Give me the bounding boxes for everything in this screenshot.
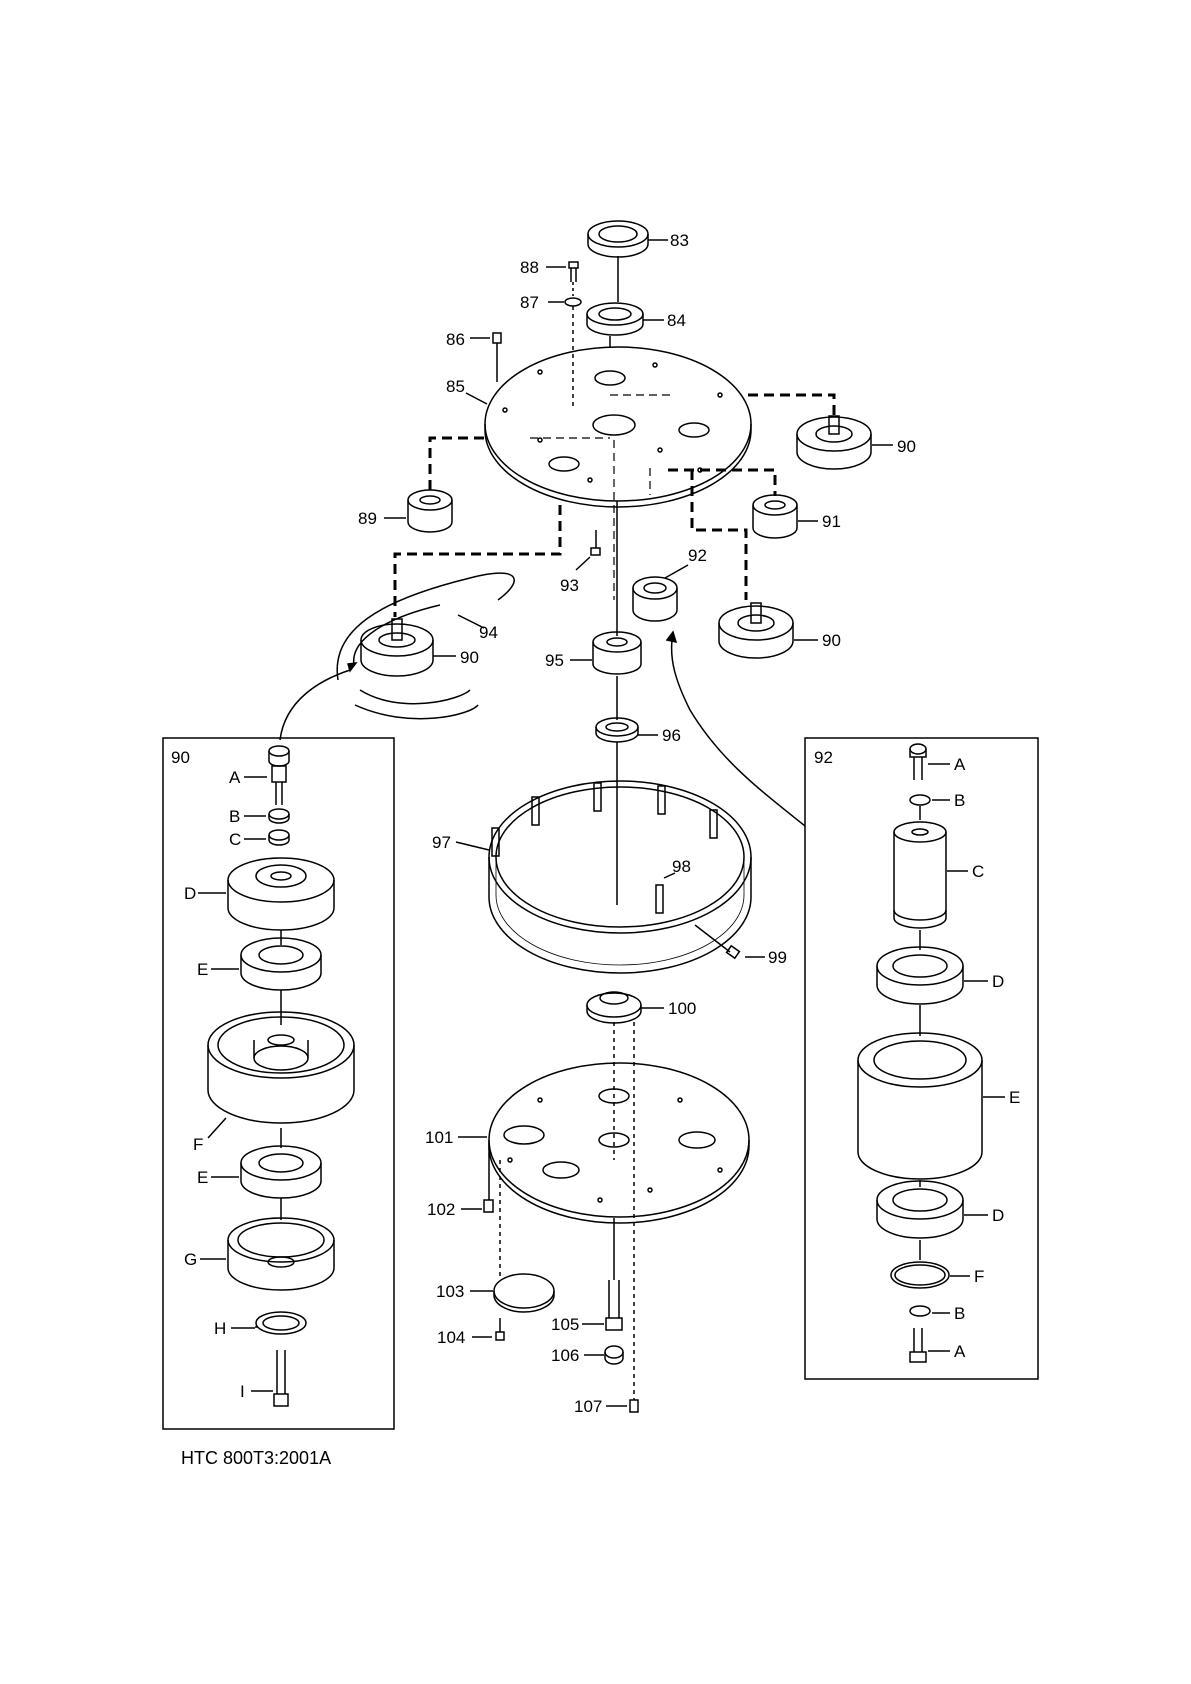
detail-92-title: 92 [814, 748, 833, 767]
detail-92-label-a: A [954, 755, 966, 774]
callout-106: 106 [551, 1346, 579, 1365]
callout-102: 102 [427, 1200, 455, 1219]
top-plate-part [466, 347, 751, 507]
detail-90-label-e: E [197, 1168, 208, 1187]
detail-90-label-g: G [184, 1250, 197, 1269]
callout-93: 93 [560, 576, 579, 595]
detail-92-labels: 92 A B C D E D F B A [814, 748, 1020, 1361]
small-roller-part [384, 490, 452, 532]
callout-92: 92 [688, 546, 707, 565]
detail-90-label-i: I [240, 1382, 245, 1401]
detail-90-frame [163, 738, 394, 1429]
detail-92-label-c: C [972, 862, 984, 881]
ring-frame-part [456, 781, 751, 973]
main-callout-labels: 83 88 87 84 86 85 90 89 91 92 93 94 90 9… [358, 231, 916, 1416]
callout-103: 103 [436, 1282, 464, 1301]
detail-pointer-arrow [280, 670, 350, 740]
detail-92-label-e: E [1009, 1088, 1020, 1107]
callout-98: 98 [672, 857, 691, 876]
callout-107: 107 [574, 1397, 602, 1416]
detail-pointer-arrow [672, 640, 805, 826]
roller-unit-part [719, 603, 818, 658]
callout-86: 86 [446, 330, 465, 349]
callout-95: 95 [545, 651, 564, 670]
detail-90-parts [198, 746, 354, 1406]
screw-part [470, 333, 501, 382]
callout-101: 101 [425, 1128, 453, 1147]
hub-part [587, 992, 664, 1023]
washer-part [565, 298, 581, 306]
callout-84: 84 [667, 311, 686, 330]
document-code: HTC 800T3:2001A [181, 1448, 331, 1469]
detail-90-title: 90 [171, 748, 190, 767]
detail-90-label-a: A [229, 768, 241, 787]
callout-90: 90 [897, 437, 916, 456]
roller-unit-part [361, 619, 456, 676]
roller-part [633, 565, 688, 621]
detail-90-label-h: H [214, 1319, 226, 1338]
top-bearing-part [587, 303, 664, 335]
detail-90-label-f: F [193, 1135, 203, 1154]
detail-92-label-b: B [954, 791, 965, 810]
bottom-plate-part [458, 1063, 749, 1223]
detail-90-label-e: E [197, 960, 208, 979]
nut-part [584, 1346, 623, 1364]
callout-85: 85 [446, 377, 465, 396]
screw-part [606, 1400, 638, 1412]
detail-90-label-c: C [229, 830, 241, 849]
detail-90-label-d: D [184, 884, 196, 903]
bolt-part [582, 1280, 622, 1330]
small-roller-part [753, 495, 818, 538]
callout-89: 89 [358, 509, 377, 528]
callout-104: 104 [437, 1328, 465, 1347]
callout-97: 97 [432, 833, 451, 852]
detail-92-frame [805, 738, 1038, 1379]
detail-92-label-d: D [992, 1206, 1004, 1225]
screw-part [472, 1318, 504, 1340]
callout-99: 99 [768, 948, 787, 967]
detail-90-label-b: B [229, 807, 240, 826]
callout-91: 91 [822, 512, 841, 531]
callout-88: 88 [520, 258, 539, 277]
callout-100: 100 [668, 999, 696, 1018]
callout-105: 105 [551, 1315, 579, 1334]
detail-92-label-b: B [954, 1304, 965, 1323]
detail-92-label-a: A [954, 1342, 966, 1361]
detail-92-label-f: F [974, 1267, 984, 1286]
cover-disc-part [470, 1274, 554, 1312]
bearing-cover-part [588, 221, 668, 257]
screw-part [461, 1143, 493, 1212]
callout-94: 94 [479, 623, 498, 642]
bolt-part [546, 262, 578, 282]
callout-96: 96 [662, 726, 681, 745]
callout-87: 87 [520, 293, 539, 312]
callout-83: 83 [670, 231, 689, 250]
screw-part [576, 530, 600, 570]
bolt-part [695, 925, 765, 958]
coupling-part [570, 632, 641, 674]
callout-90: 90 [460, 648, 479, 667]
roller-unit-part [797, 416, 893, 469]
bearing-part [596, 718, 658, 742]
detail-92-label-d: D [992, 972, 1004, 991]
callout-90: 90 [822, 631, 841, 650]
